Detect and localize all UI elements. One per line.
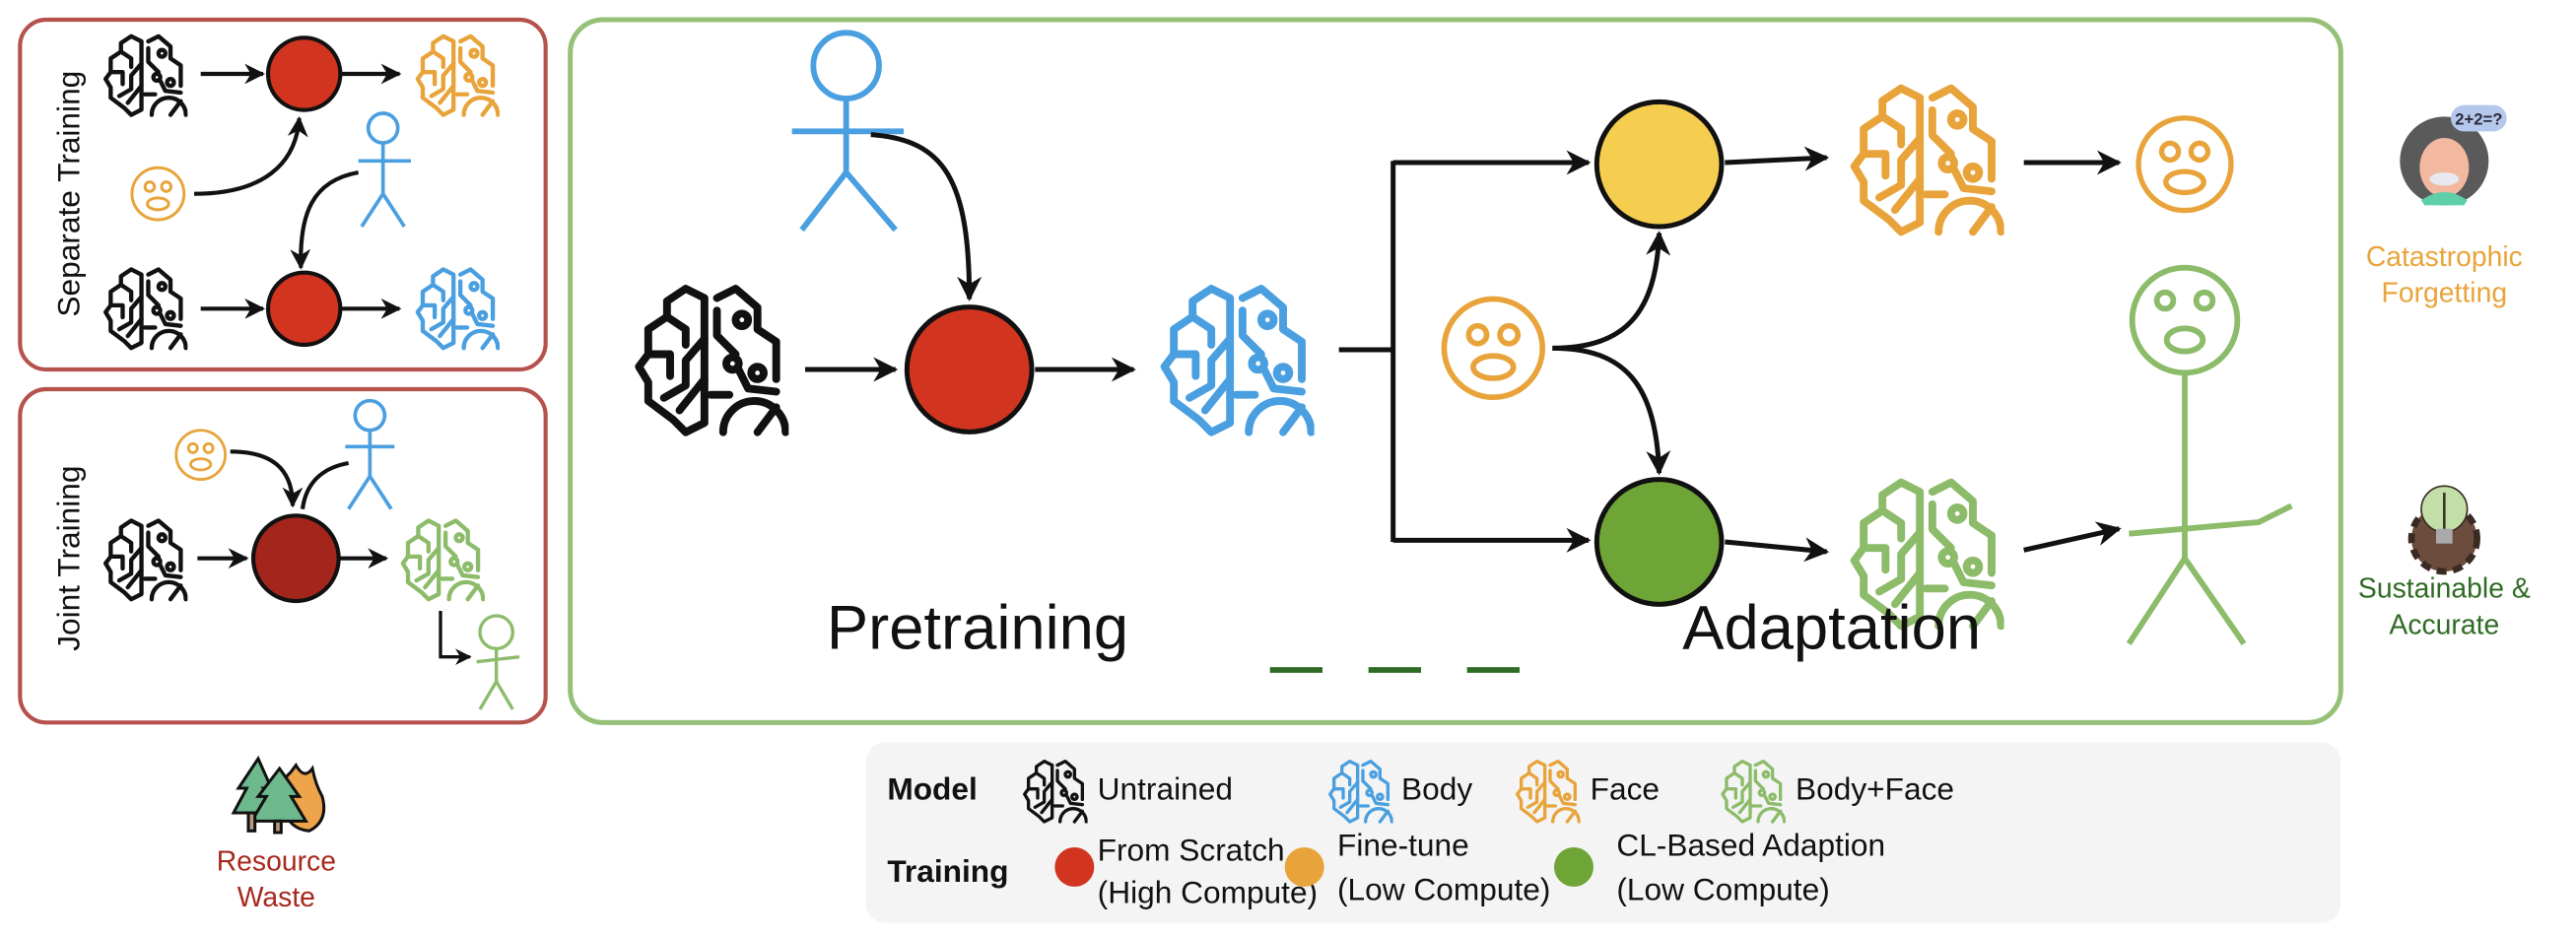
face-icon — [1444, 299, 1542, 397]
cl-adaption-node — [1593, 477, 1725, 607]
catastrophic-forgetting-outcome: 2+2=? Catastrophic Forgetting — [2366, 104, 2523, 309]
untrained-brain-icon — [105, 269, 185, 348]
legend-training-sublabel: (High Compute) — [1098, 875, 1318, 910]
legend-model-title: Model — [887, 771, 977, 807]
joint-training-node — [250, 513, 341, 604]
joint-training-panel: Joint Training — [18, 386, 548, 725]
legend-model-label: Body — [1401, 771, 1472, 807]
face-brain-icon — [1855, 89, 2001, 233]
fine-tune-node — [1593, 99, 1725, 230]
pretraining-label: Pretraining — [827, 593, 1128, 662]
resource-waste-outcome: Resource Waste — [217, 755, 336, 913]
accurate-label: Accurate — [2389, 609, 2499, 640]
legend: Model Untrained Body Face Body+Face Trai… — [865, 742, 2341, 923]
body-face-figure-icon — [476, 614, 520, 710]
waste-label: Waste — [237, 882, 315, 913]
confused-old-man-icon: 2+2=? — [2400, 104, 2507, 206]
untrained-brain-icon — [105, 36, 185, 115]
body-brain-icon — [418, 269, 498, 348]
legend-cl-adaption-swatch — [1554, 847, 1593, 887]
body-figure-icon — [358, 111, 412, 228]
legend-from-scratch-swatch — [1054, 847, 1095, 887]
icon-math-question-text: 2+2=? — [2455, 110, 2502, 129]
burning-trees-icon — [231, 755, 326, 835]
legend-fine-tune-swatch — [1284, 847, 1324, 887]
forgetting-label: Forgetting — [2382, 278, 2508, 309]
body-figure-icon — [345, 398, 395, 510]
sustainable-outcome: Sustainable & Accurate — [2358, 485, 2531, 640]
legend-training-label: From Scratch — [1098, 832, 1285, 867]
forgotten-face-icon — [2138, 118, 2231, 211]
pretraining-from-scratch-node — [904, 304, 1035, 435]
body-face-brain-icon — [403, 520, 483, 599]
legend-training-label: Fine-tune — [1337, 827, 1469, 862]
body-face-figure-icon — [2126, 264, 2293, 645]
resource-label: Resource — [217, 845, 336, 877]
main-pipeline-panel: Pretraining Adaptation — [568, 17, 2343, 725]
face-icon — [130, 166, 186, 222]
catastrophic-label: Catastrophic — [2366, 241, 2523, 273]
from-scratch-node — [265, 270, 343, 348]
lightbulb-gear-icon — [2407, 485, 2480, 575]
separate-training-panel: Separate Training — [18, 17, 548, 372]
adaptation-label: Adaptation — [1682, 593, 1981, 662]
face-icon — [174, 429, 228, 482]
legend-training-sublabel: (Low Compute) — [1616, 871, 1829, 906]
body-figure-icon — [791, 30, 905, 233]
sustainable-label: Sustainable & — [2358, 573, 2531, 605]
legend-model-label: Untrained — [1098, 771, 1233, 807]
legend-training-title: Training — [887, 853, 1008, 889]
legend-model-label: Face — [1591, 771, 1660, 807]
face-brain-icon — [418, 36, 498, 115]
joint-training-label: Joint Training — [50, 466, 86, 651]
from-scratch-node — [265, 35, 343, 112]
body-brain-icon — [1165, 289, 1312, 433]
legend-model-label: Body+Face — [1796, 771, 1954, 807]
untrained-brain-icon — [639, 289, 785, 433]
separate-training-label: Separate Training — [50, 71, 86, 317]
untrained-brain-icon — [105, 520, 185, 599]
legend-training-sublabel: (Low Compute) — [1337, 871, 1550, 906]
legend-training-label: CL-Based Adaption — [1616, 827, 1885, 862]
